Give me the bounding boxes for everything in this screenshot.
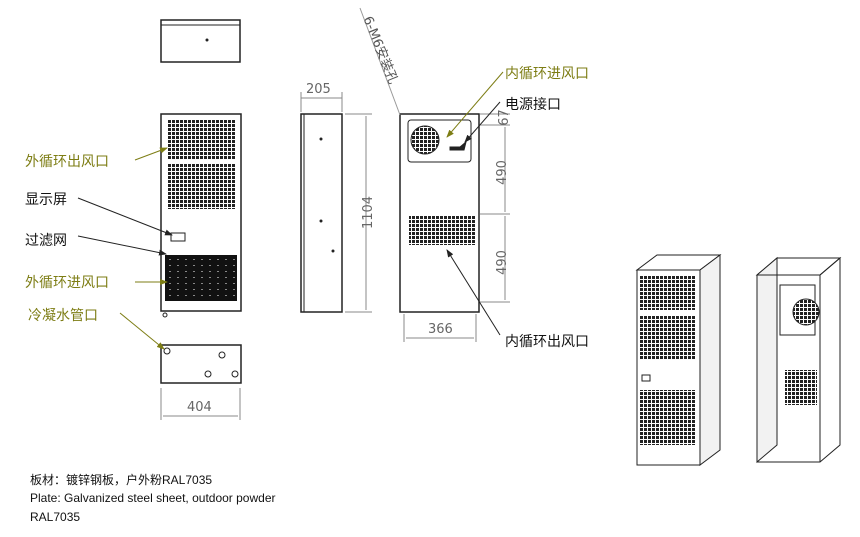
dim-height: 1104 [361,195,377,230]
note-material-cn: 板材：镀锌钢板，户外粉RAL7035 [30,473,213,487]
note-ral: RAL7035 [30,510,81,524]
label-inner-outlet: 内循环出风口 [505,334,589,350]
label-inner-inlet: 内循环进风口 [505,66,589,82]
label-display: 显示屏 [25,192,67,208]
label-power: 电源接口 [505,97,561,113]
bottom-view [160,344,242,384]
back-view [399,113,480,313]
leader-lines [77,7,504,350]
label-outer-inlet: 外循环进风口 [25,275,109,291]
dim-back-width: 366 [428,322,453,337]
iso-front-view [635,254,722,466]
dims-back [403,113,510,342]
side-view [300,113,343,313]
dim-205-1104 [300,92,372,313]
label-filter: 过滤网 [25,233,67,249]
dim-depth: 205 [306,82,331,97]
dim-spacing-2: 490 [494,250,510,275]
note-material-en: Plate: Galvanized steel sheet, outdoor p… [30,491,276,505]
top-view [160,19,241,63]
label-condensate: 冷凝水管口 [28,308,98,324]
dim-top-offset: 67 [496,109,512,126]
iso-back-view [755,256,842,464]
dim-width: 404 [187,400,212,415]
dim-spacing-1: 490 [494,160,510,185]
dim-404 [160,388,241,420]
front-view [160,113,242,318]
label-outer-outlet: 外循环出风口 [25,154,109,170]
